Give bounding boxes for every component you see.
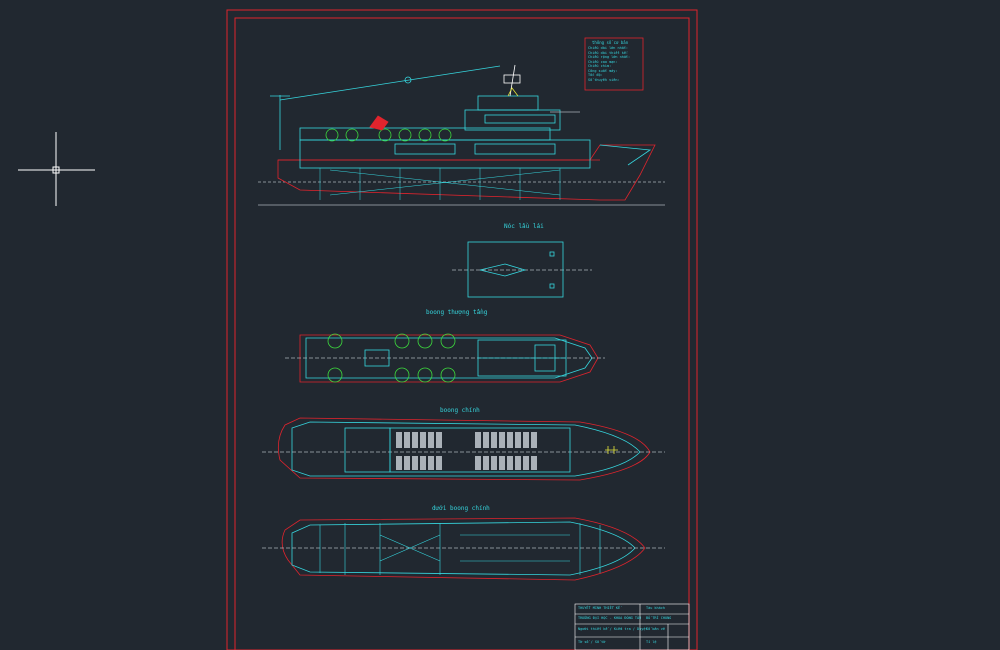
roof-view-title: Nóc lầu lái (504, 223, 544, 230)
main-particulars-line: Chiều dài lớn nhất: (588, 46, 629, 50)
main-particulars-title: thông số cơ bản (592, 40, 629, 45)
title-block-cell: Tờ số / Số tờ (578, 640, 606, 644)
main-particulars-line: Công suất máy: (588, 68, 618, 73)
title-block-cell: THUYẾT MINH THIẾT KẾ (578, 606, 621, 610)
main-particulars-line: Chiều dài thiết kế: (588, 50, 629, 55)
title-block-cell: Số bản vẽ (646, 627, 665, 631)
title-block-cell: Tàu khách (646, 606, 665, 610)
main-particulars-line: Chiều rộng lớn nhất: (588, 55, 631, 59)
title-block (574, 603, 690, 650)
roof-view (452, 241, 592, 298)
crosshair-cursor-icon (18, 132, 95, 206)
main-particulars-line: Số thuyền viên: (588, 77, 620, 82)
main-deck-plan (262, 417, 665, 481)
main-particulars-line: Tốc độ: (588, 73, 603, 77)
main-particulars-line: Chiều cao mạn: (588, 59, 618, 64)
title-block-cell: TRƯỜNG ĐẠI HỌC - KHOA ĐÓNG TÀU (578, 616, 642, 620)
main-particulars-box (584, 37, 644, 91)
flag-icon (369, 115, 389, 131)
main-particulars-list: Chiều dài lớn nhất: Chiều dài thiết kế: … (588, 46, 630, 82)
lifeboat-icon (325, 128, 452, 142)
sheet-inner-border (234, 17, 690, 650)
main-particulars-line: Chiều chìm: (588, 64, 612, 68)
upper-deck-title: boong thượng tầng (426, 309, 488, 316)
profile-view (258, 64, 665, 206)
sheet-outer-border (226, 9, 698, 650)
main-deck-title: boong chính (440, 407, 480, 414)
title-block-cell: Tỉ lệ (646, 640, 657, 644)
below-deck-title: dưới boong chính (432, 505, 490, 512)
title-block-cell: Người thiết kế / Kiểm tra / Duyệt (578, 627, 648, 631)
below-deck-plan (262, 517, 665, 581)
upper-deck-plan (285, 333, 605, 383)
anchor-icon (605, 446, 618, 454)
title-block-cell: BỐ TRÍ CHUNG (646, 616, 672, 620)
mast-icon (503, 64, 521, 97)
